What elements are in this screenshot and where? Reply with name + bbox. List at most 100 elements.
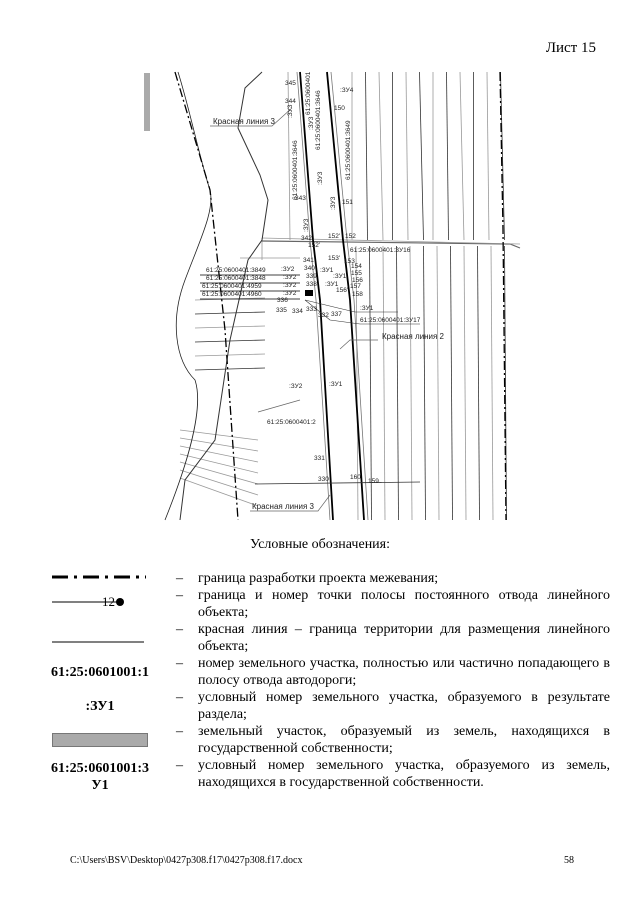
parcel-number: :ЗУ3 [303, 218, 310, 232]
allotment-boundary [299, 71, 334, 521]
point-number: 340 [304, 265, 315, 272]
cadastral-number: 61:25:0600401:ЗУ17 [360, 317, 421, 324]
red-line-label: Красная линия 3 [213, 117, 276, 126]
parcel-number: :ЗУ4 [340, 87, 354, 94]
parcel-line [365, 71, 368, 241]
parcel-number: :ЗУ3 [317, 171, 324, 185]
state-land-swatch [52, 733, 148, 747]
parcel-line [409, 245, 413, 521]
parcel-line [450, 245, 453, 521]
parcel-line [194, 311, 266, 315]
point-number: 155 [351, 270, 362, 277]
parcel-line [396, 245, 399, 521]
map-labels: Красная линия 3 Красная линия 3 Красная … [202, 71, 445, 511]
point-number: 153' [328, 255, 340, 262]
parcel-number: :ЗУ2 [281, 266, 295, 273]
point-number: 156 [352, 277, 363, 284]
parcel-line [477, 245, 480, 521]
cadastral-number: 61:25:0600401:4960 [202, 291, 262, 298]
parcel-line [504, 245, 507, 521]
page-number: 58 [564, 855, 574, 866]
parcel-number: :ЗУ1 [320, 267, 334, 274]
parcel-line [179, 437, 259, 452]
parcel-lines [179, 71, 507, 521]
parcel-line [179, 477, 259, 507]
parcel-line [179, 445, 259, 463]
terrain-contour [179, 71, 269, 521]
red-line [330, 71, 369, 521]
parcel-line [490, 245, 494, 521]
parcel-line [194, 367, 266, 371]
cadastral-number: 61:25:0600401:3646 [292, 140, 299, 200]
red-line-symbol [52, 641, 144, 643]
red-line [296, 71, 331, 521]
parcel-number: :ЗУ3 [330, 196, 337, 210]
parcel-number: :ЗУ1 [329, 381, 343, 388]
parcel-line [179, 429, 259, 441]
point-number: 160 [350, 474, 361, 481]
cadastral-number: 61:25:0600401:4959 [202, 283, 262, 290]
parcel-line [459, 71, 465, 241]
parcel-line [446, 71, 449, 241]
parcel-line [355, 245, 359, 521]
point-number: 150 [334, 105, 345, 112]
parcel-line [179, 469, 259, 496]
point-number: 156' [336, 287, 348, 294]
point-number: 331 [314, 455, 325, 462]
point-number: 341 [303, 257, 314, 264]
red-line-label: Красная линия 3 [252, 502, 315, 511]
point-number: 344 [285, 98, 296, 105]
parcel-number: :ЗУ3 [308, 116, 315, 130]
point-number: 159 [368, 478, 379, 485]
leader-line [304, 299, 398, 313]
parcel-line [194, 353, 266, 357]
point-number: 343 [295, 195, 306, 202]
sheet-label: Лист 15 [545, 40, 596, 56]
parcel-line [436, 245, 440, 521]
parcel-line [179, 453, 259, 474]
parcel-line [378, 71, 384, 241]
point-number: 336 [277, 297, 288, 304]
point-number: 345 [285, 80, 296, 87]
parcel-number: :ЗУ1 [325, 281, 339, 288]
parcel-number: :ЗУ2 [283, 282, 297, 289]
point-number: 151 [342, 199, 353, 206]
point-number: 157 [350, 283, 361, 290]
point-number: 333 [306, 306, 317, 313]
parcel-line [423, 245, 426, 521]
red-line-label: Красная линия 2 [382, 332, 445, 341]
allotment-boundary [326, 71, 365, 521]
parcel-line [419, 71, 424, 241]
parcel-line [179, 461, 259, 485]
point-number: 152 [345, 233, 356, 240]
leader-line [250, 494, 331, 512]
parcel-number: :ЗУ1 [333, 273, 347, 280]
state-land-marker [144, 73, 150, 131]
point-number: 342 [301, 235, 312, 242]
point-number: 332 [318, 312, 329, 319]
legend-title: Условные обозначения: [249, 537, 391, 552]
leader-line [339, 339, 378, 350]
parcel-line [287, 71, 291, 241]
cadastral-number: 61:25:0600401:3849 [206, 267, 266, 274]
cadastral-number: 61:25:0600401:3848 [206, 275, 266, 282]
leader-line [304, 299, 420, 325]
road-boundary [261, 237, 521, 245]
point-number: 338 [306, 281, 317, 288]
project-boundary [174, 71, 239, 521]
parcel-line [382, 245, 386, 521]
parcel-line [254, 481, 421, 485]
point-number: 154 [351, 263, 362, 270]
boundary-point [305, 290, 313, 296]
cadastral-number: 61:25:0600401:2 [267, 419, 316, 426]
point-number: 330 [318, 476, 329, 483]
point-number: 158 [352, 291, 363, 298]
point-number: 152' [328, 233, 340, 240]
point-number: 339 [306, 273, 317, 280]
parcel-line [369, 245, 372, 521]
cadastral-number: 61:25:0600401 [305, 71, 312, 115]
point-number: 153 [344, 258, 355, 265]
parcel-number: :ЗУ2 [289, 383, 303, 390]
file-path: C:\Users\BSV\Desktop\0427p308.f17\0427p3… [70, 855, 303, 866]
cadastral-map: Красная линия 3 Красная линия 3 Красная … [144, 71, 521, 521]
